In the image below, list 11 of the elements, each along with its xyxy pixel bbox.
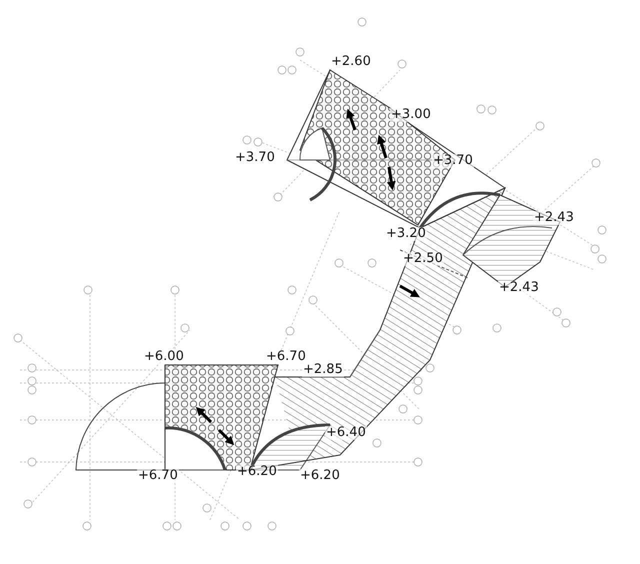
elevation-label: +2.43 [498,281,540,295]
elevation-label: +2.85 [302,363,344,377]
elevation-label: +3.70 [432,154,474,168]
elevation-label: +2.50 [402,252,444,266]
elevation-label: +3.20 [385,227,427,241]
elevation-label: +6.70 [265,350,307,364]
elevation-label: +6.70 [137,469,179,483]
elevation-label: +6.40 [325,426,367,440]
elevation-label: +2.43 [533,211,575,225]
elevation-label: +3.00 [390,108,432,122]
elevation-label: +6.00 [143,350,185,364]
